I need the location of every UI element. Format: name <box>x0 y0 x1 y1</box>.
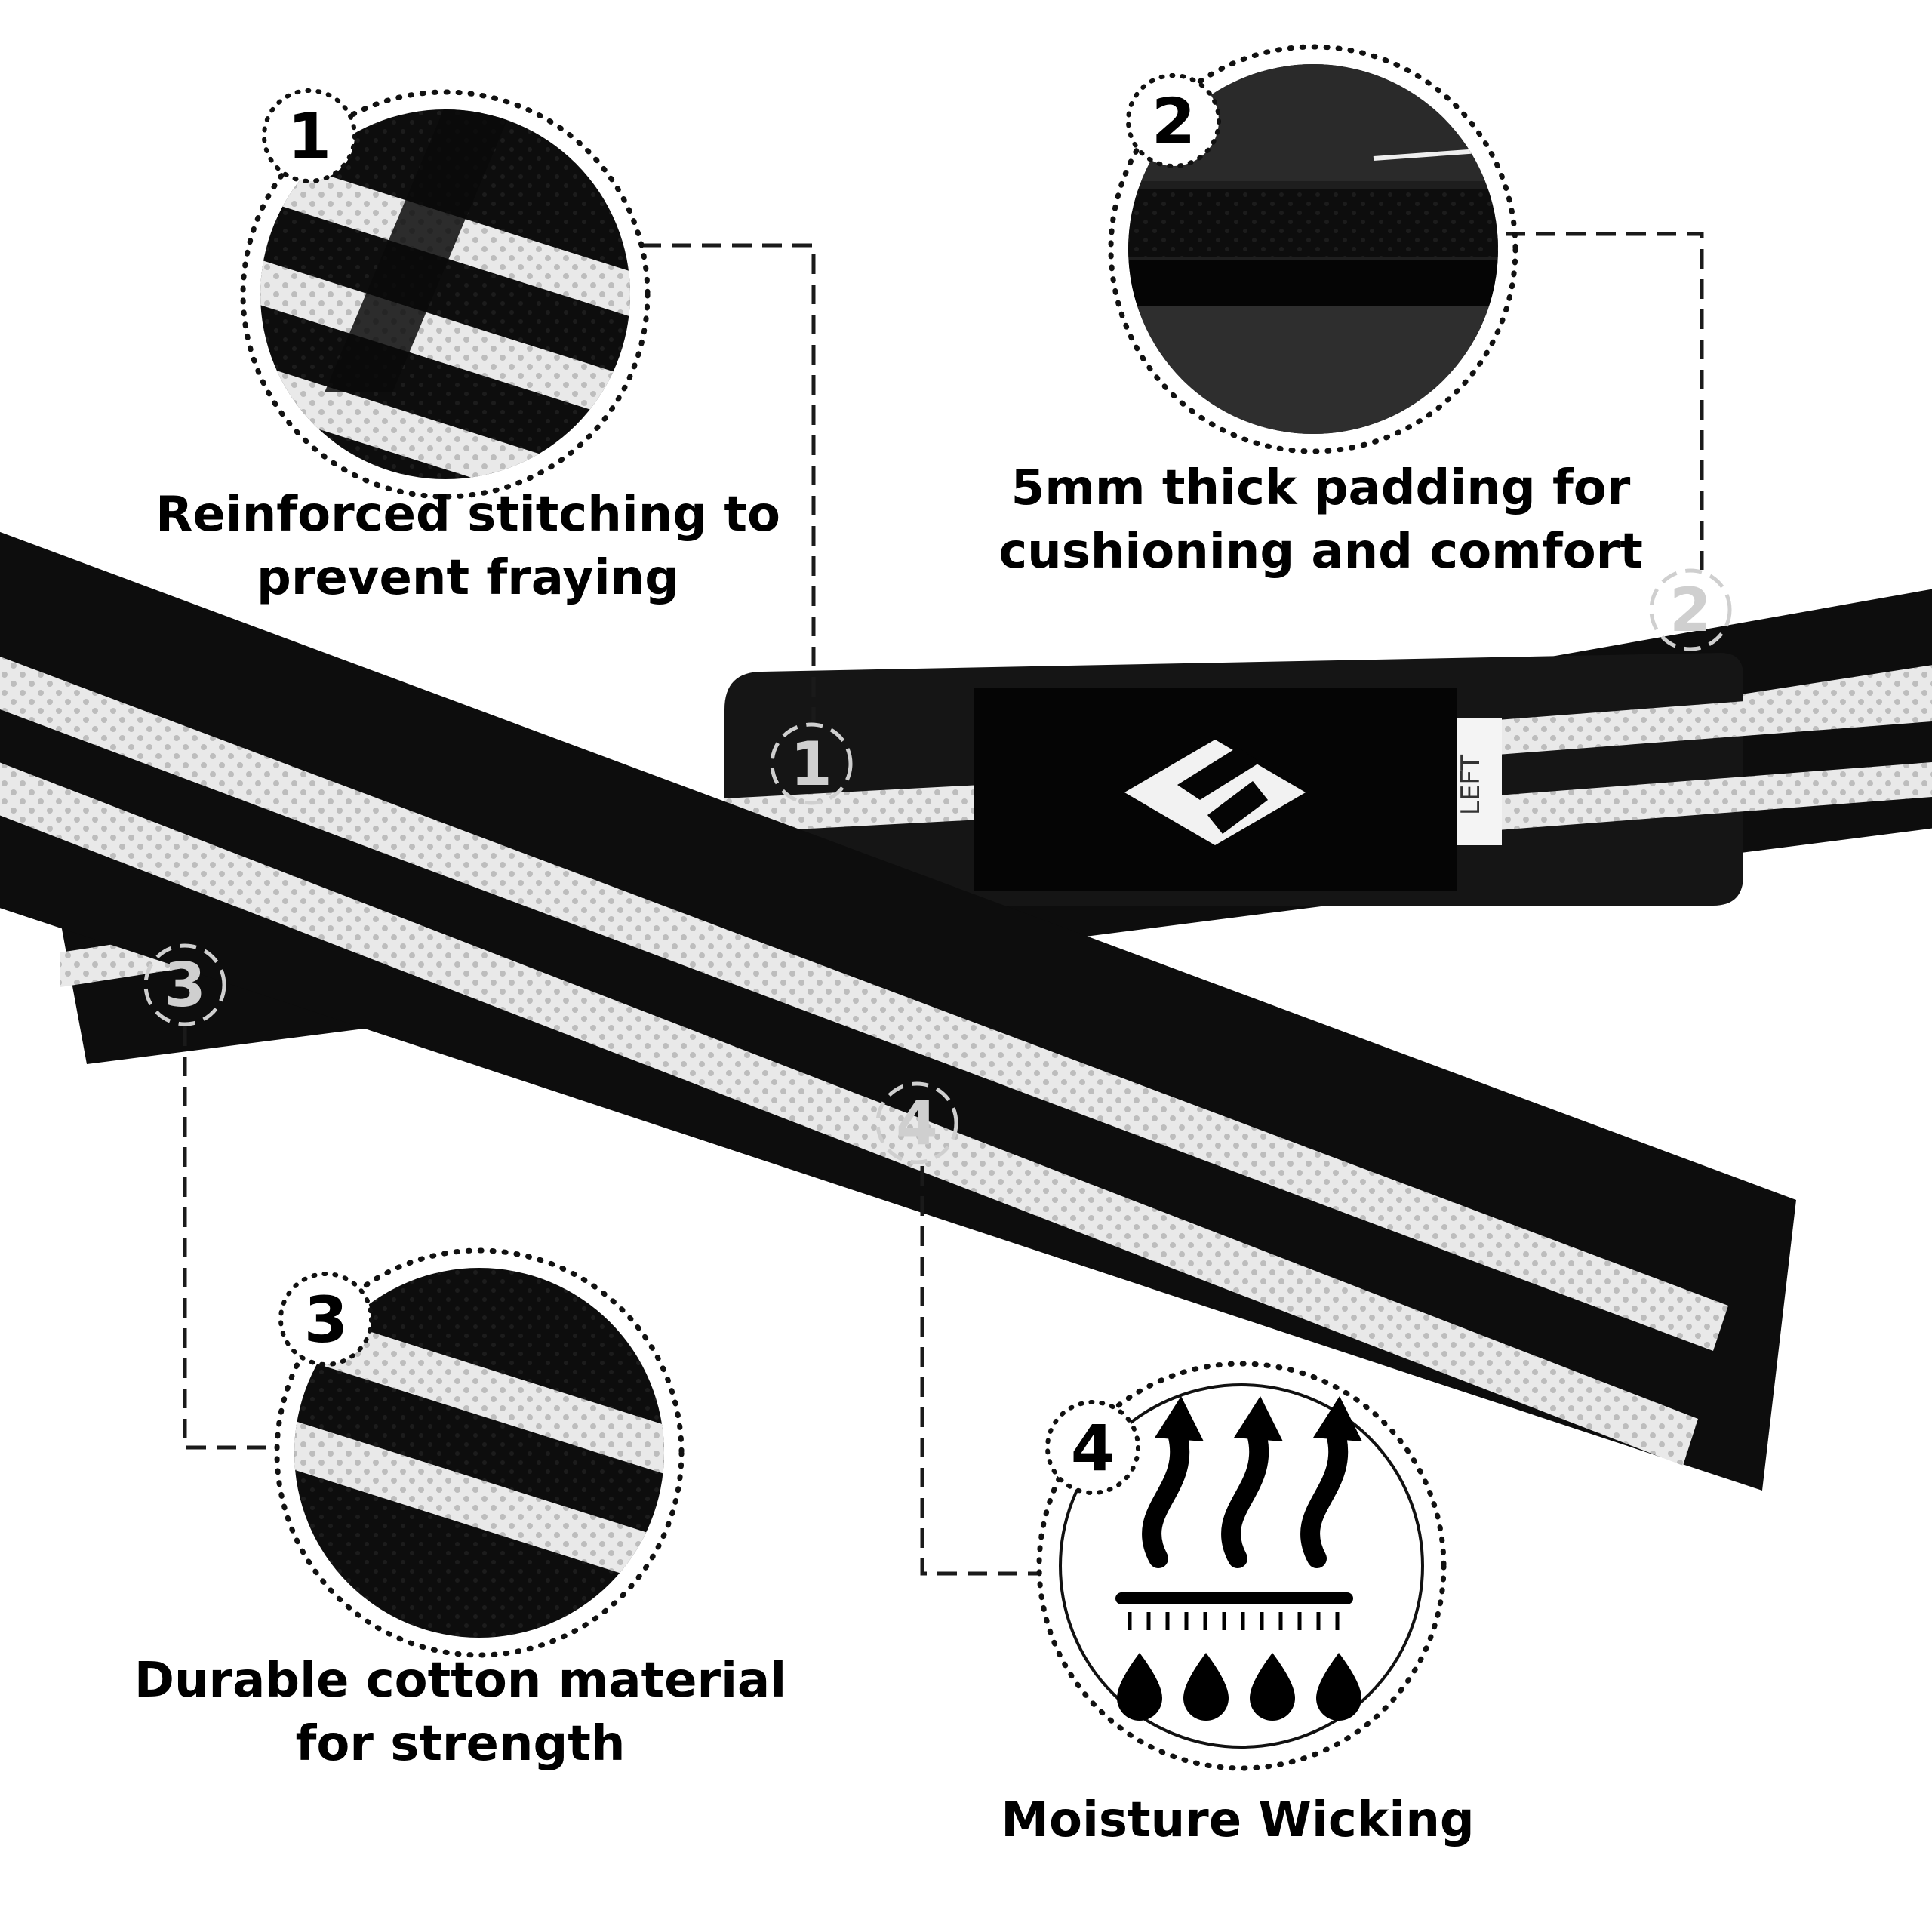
svg-text:3: 3 <box>164 950 206 1020</box>
svg-text:2: 2 <box>1669 575 1712 645</box>
feature-number-2: 2 <box>1152 85 1195 158</box>
brand-logo-icon <box>1124 740 1306 845</box>
leader-lines <box>183 232 1704 1576</box>
caption-moisture: Moisture Wicking <box>936 1789 1540 1852</box>
marker-3: 3 <box>143 943 226 1026</box>
svg-text:4: 4 <box>896 1088 938 1158</box>
detail-circle-moisture: 4 <box>1036 1361 1447 1771</box>
detail-circle-cotton: 3 <box>274 1247 685 1658</box>
caption-line: prevent fraying <box>257 550 679 606</box>
strap-side-label: LEFT <box>1456 755 1486 815</box>
caption-line: Durable cotton material <box>134 1653 787 1709</box>
caption-line: Moisture Wicking <box>1001 1792 1475 1848</box>
caption-line: Reinforced stitching to <box>155 487 780 543</box>
front-strap <box>0 531 1796 1491</box>
marker-4: 4 <box>875 1081 958 1164</box>
svg-text:1: 1 <box>790 729 832 799</box>
feature-number-3: 3 <box>304 1283 348 1357</box>
marker-1: 1 <box>770 722 853 805</box>
feature-number-1: 1 <box>288 100 331 174</box>
marker-2: 2 <box>1649 568 1732 651</box>
detail-circle-stitching: 1 <box>240 88 651 500</box>
wrist-pad: LEFT <box>724 653 1932 906</box>
moisture-wicking-icon <box>1142 1424 1349 1568</box>
detail-circle-padding: 2 <box>1108 44 1518 454</box>
caption-cotton: Durable cotton material for strength <box>98 1649 823 1776</box>
caption-line: for strength <box>295 1716 626 1772</box>
caption-line: 5mm thick padding for <box>1011 460 1631 516</box>
feature-number-4: 4 <box>1071 1411 1115 1485</box>
caption-stitching: Reinforced stitching to prevent fraying <box>113 483 823 610</box>
caption-line: cushioning and comfort <box>998 524 1643 580</box>
caption-padding: 5mm thick padding for cushioning and com… <box>958 457 1683 583</box>
